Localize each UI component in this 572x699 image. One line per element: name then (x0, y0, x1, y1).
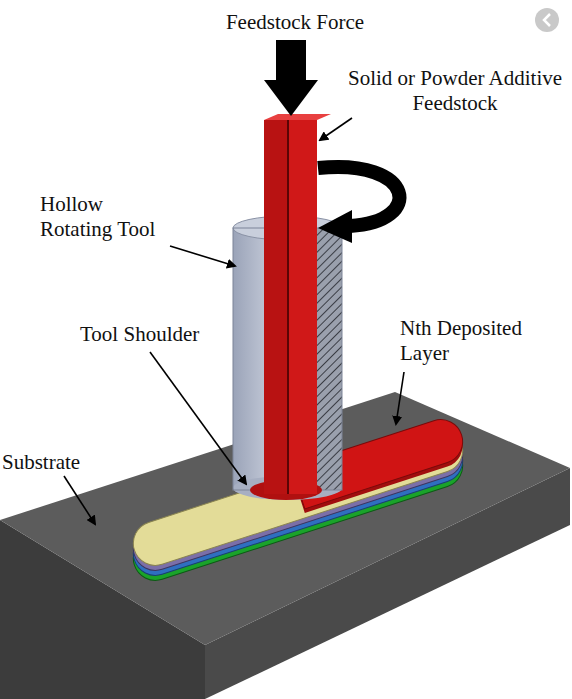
force-arrow (264, 40, 318, 116)
viewer-button (535, 8, 559, 32)
rotation-arrow (318, 167, 399, 243)
shoulder-label: Tool Shoulder (80, 322, 240, 347)
tool-label: Hollow Rotating Tool (40, 192, 168, 242)
leader-lines (64, 118, 404, 524)
feedstock-label: Solid or Powder Additive Feedstock (346, 66, 564, 116)
substrate-label: Substrate (2, 450, 112, 475)
layer-label: Nth Deposited Layer (400, 316, 542, 366)
force-label: Feedstock Force (205, 10, 385, 35)
viewer-chevron (544, 14, 550, 26)
